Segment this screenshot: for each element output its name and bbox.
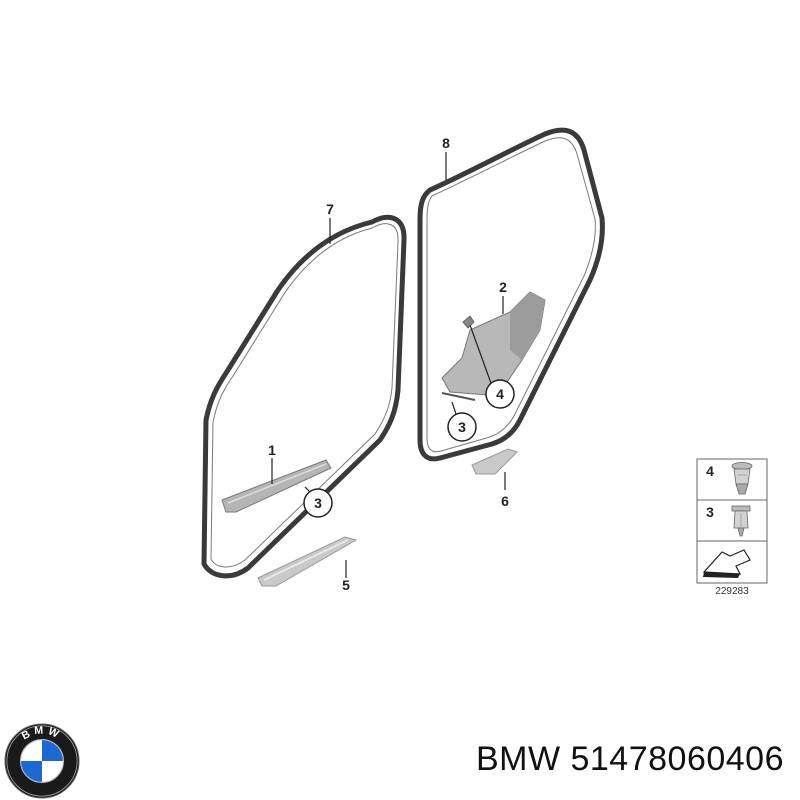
b-pillar-clip bbox=[462, 315, 475, 329]
callout-2: 2 bbox=[499, 279, 507, 295]
callout-circle-3-front bbox=[303, 488, 333, 518]
bmw-logo: BMW bbox=[4, 723, 80, 799]
b-pillar-lower-flange bbox=[441, 392, 476, 401]
clip-icon bbox=[731, 462, 753, 495]
legend-number-3: 3 bbox=[706, 504, 714, 520]
front-door-seal bbox=[201, 215, 407, 579]
part-number: 51478060406 bbox=[570, 740, 784, 778]
part-caption: BMW 51478060406 bbox=[476, 740, 784, 779]
fastener-legend: 4 3 bbox=[696, 458, 768, 584]
callout-5: 5 bbox=[342, 577, 350, 593]
callout-circle-3-rear bbox=[447, 412, 477, 442]
callout-7: 7 bbox=[326, 201, 334, 217]
legend-number-4: 4 bbox=[706, 463, 714, 479]
front-sill-trim-highlight bbox=[227, 463, 327, 504]
callout-circle-4 bbox=[485, 379, 515, 409]
callout-8: 8 bbox=[442, 135, 450, 151]
rear-door-seal bbox=[417, 127, 605, 462]
rear-entrance-strip bbox=[471, 448, 518, 475]
reference-code: 229283 bbox=[715, 586, 749, 597]
leader-lines bbox=[271, 152, 506, 578]
front-entrance-strip-highlight bbox=[263, 539, 349, 581]
front-entrance-strip bbox=[257, 536, 358, 587]
callout-4: 4 bbox=[496, 386, 504, 402]
spreader-rivet-icon bbox=[731, 505, 751, 537]
brand-name: BMW bbox=[475, 740, 561, 778]
rear-door-seal-inner-edge bbox=[426, 137, 596, 453]
logo-letters: BMW bbox=[20, 724, 64, 742]
callout-6: 6 bbox=[501, 493, 509, 509]
callout-1: 1 bbox=[268, 442, 276, 458]
callout-3-front: 3 bbox=[314, 495, 322, 511]
arrow-sign-icon bbox=[702, 549, 751, 578]
callout-3-rear: 3 bbox=[458, 419, 466, 435]
front-door-seal-inner-edge bbox=[210, 223, 399, 568]
b-pillar-trim-shadow bbox=[510, 292, 545, 360]
